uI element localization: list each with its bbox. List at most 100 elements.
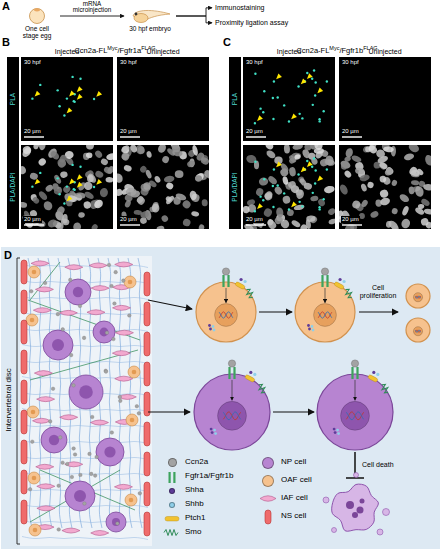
egg <box>30 9 45 24</box>
ccn2a-protein <box>113 302 117 306</box>
scale-label: 20 µm <box>23 128 42 135</box>
legend-swatch <box>262 475 274 487</box>
pla-signal <box>63 202 65 204</box>
blastodisc <box>34 8 40 11</box>
shhb-protein <box>253 373 256 376</box>
iaf-cell <box>33 418 51 423</box>
fgfr-receptor <box>222 275 224 287</box>
dapi-nucleus <box>287 180 297 189</box>
ccn2a-protein <box>110 431 114 435</box>
pla-signal <box>73 100 75 102</box>
ccn2a-protein <box>138 492 142 496</box>
pla-signal <box>259 107 261 109</box>
dapi-nucleus <box>94 170 104 179</box>
dapi-nucleus <box>191 145 198 156</box>
arrowhead-marker <box>307 161 313 167</box>
fgfr-receptor <box>228 367 230 379</box>
ns-cell <box>144 452 150 476</box>
dapi-nucleus <box>156 225 165 229</box>
ccn2a-protein <box>30 440 34 444</box>
dapi-nucleus <box>21 165 27 175</box>
iaf-cell <box>36 464 54 469</box>
dapi-nucleus <box>314 145 324 151</box>
fgfr-receptor <box>321 275 323 287</box>
dapi-nucleus <box>21 146 33 159</box>
dna-strand <box>346 412 363 420</box>
process-arrow <box>359 311 398 312</box>
ns-cell <box>21 500 27 524</box>
apoptotic-body <box>354 473 359 478</box>
dapi-nucleus <box>201 199 208 206</box>
pla-signal <box>297 173 299 175</box>
dapi-nucleus <box>323 185 335 194</box>
ns-cell <box>144 362 150 386</box>
pla-signal <box>272 97 274 99</box>
dapi-nucleus <box>39 145 46 150</box>
ccn2a-protein <box>61 328 65 332</box>
dapi-nucleus <box>317 198 326 208</box>
nucleus <box>79 385 93 399</box>
ccn2a-protein <box>89 472 93 476</box>
iaf-cell <box>65 462 83 467</box>
nucleus <box>31 410 36 415</box>
construct-name: Myc <box>107 45 117 51</box>
construct-name: Myc <box>329 45 339 51</box>
dapi-nucleus <box>194 172 206 183</box>
expressed-shh <box>213 429 216 432</box>
nucleus <box>341 401 370 430</box>
scale-bar <box>24 136 44 137</box>
dapi-nucleus <box>243 205 250 214</box>
dapi-nucleus <box>154 175 162 184</box>
dapi-nucleus <box>22 145 32 155</box>
ccn2a-protein <box>122 279 126 283</box>
arrowhead-marker <box>276 74 282 80</box>
pla-signal <box>283 104 285 106</box>
expressed-shh <box>336 429 339 432</box>
micrograph <box>339 145 431 229</box>
legend-swatch <box>169 502 175 508</box>
pla-signal <box>272 185 274 187</box>
shha-protein <box>239 278 242 281</box>
legend-text: Ptch1 <box>185 514 205 523</box>
dapi-nucleus <box>343 169 352 179</box>
pla-signal <box>273 168 275 170</box>
pla-signal <box>326 168 328 170</box>
dapi-nucleus <box>360 183 368 192</box>
iaf-cell <box>31 261 49 266</box>
ptch1-receptor <box>235 281 246 289</box>
apoptotic-body <box>383 509 390 516</box>
dapi-nucleus <box>290 219 301 229</box>
process-label: Cell death <box>362 461 394 469</box>
arrowhead-marker <box>77 174 83 180</box>
column-header: Uninjected <box>146 48 179 56</box>
pla-signal <box>71 164 73 166</box>
pla-signal <box>322 110 324 112</box>
dapi-nucleus <box>123 164 133 173</box>
dapi-nucleus <box>414 185 425 198</box>
cell <box>194 360 270 450</box>
image-ground <box>117 145 209 229</box>
column-header: Injected <box>55 48 80 56</box>
iaf-cell <box>91 286 109 291</box>
dapi-nucleus <box>165 181 174 190</box>
ns-cell <box>21 380 27 404</box>
dapi-nucleus <box>292 145 303 151</box>
dapi-nucleus <box>305 219 311 229</box>
dapi-nucleus <box>282 176 289 185</box>
legend-text: Fgfr1a/Fgfr1b <box>185 472 233 481</box>
ns-cell <box>144 512 150 536</box>
pla-signal <box>73 101 75 103</box>
np-cell <box>43 330 73 360</box>
image-ground <box>339 57 431 141</box>
pla-signal <box>322 198 324 200</box>
matrix-fiber <box>28 300 140 340</box>
iaf-cell <box>118 394 136 399</box>
dapi-nucleus <box>93 198 105 210</box>
smo-receptor <box>380 383 391 395</box>
scale-bar <box>24 224 44 225</box>
pla-signal <box>254 72 256 74</box>
panel-letter: C <box>223 36 231 48</box>
dapi-nucleus <box>343 222 356 229</box>
dapi-nucleus <box>85 145 94 150</box>
oaf-cell <box>128 366 140 378</box>
